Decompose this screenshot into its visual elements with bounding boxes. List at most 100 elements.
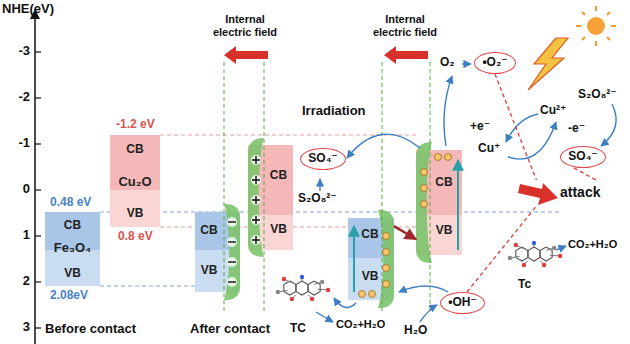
interface-lines (224, 62, 430, 312)
band-label: CB (264, 169, 293, 183)
positive-charge (251, 155, 261, 165)
charge-carrier (359, 291, 366, 298)
field-arrow (384, 46, 428, 64)
negative-charge (227, 217, 237, 227)
light-bolt (528, 38, 568, 90)
charge-carrier (383, 265, 390, 272)
band-label: Cu₂O (110, 175, 160, 190)
excitation-arrow (457, 160, 459, 250)
species-label: SO₄⁻ (308, 152, 337, 166)
axis-tick-label: -3 (6, 44, 30, 59)
sun-icon (576, 6, 616, 46)
annotation-text: CO₂+H₂O (336, 318, 385, 331)
field-arrow (224, 46, 268, 64)
axis-tick-label: -2 (6, 90, 30, 105)
annotation-text: TC (290, 322, 306, 336)
annotation-text: NHE(eV) (2, 2, 54, 17)
annotation-text: Tc (518, 278, 531, 292)
annotation-text: Cu²⁺ (540, 104, 566, 118)
negative-charge (227, 257, 237, 267)
annotation-text: Internal electric field (366, 13, 444, 38)
semiconductor-band: CB Fe₃O₄ VB (45, 212, 100, 286)
species-label: •OH⁻ (448, 296, 477, 310)
band-label: CB (45, 219, 100, 233)
semiconductor-band: CB VB (195, 212, 240, 292)
annotation-text: CO₂+H₂O (568, 238, 617, 251)
charge-carrier (445, 154, 452, 161)
charge-transfer-arrow (394, 226, 416, 239)
reaction-arrows (316, 64, 616, 322)
species-label: •O₂⁻ (482, 56, 507, 70)
positive-charge (251, 195, 261, 205)
annotation-text: S₂O₈²⁻ (298, 192, 337, 206)
molecule-icon (508, 241, 563, 267)
annotation-text: Before contact (45, 322, 136, 337)
semiconductor-band: CB Cu₂O VB (110, 135, 160, 227)
annotation-text: H₂O (404, 324, 427, 338)
radical-circle: SO₄⁻ (300, 148, 346, 170)
band-label: VB (110, 207, 160, 221)
annotation-text: 2.08eV (50, 289, 88, 303)
annotation-text: After contact (190, 322, 270, 337)
species-label: SO₄⁻ (568, 150, 597, 164)
band-label: VB (195, 264, 223, 278)
radical-circle: •O₂⁻ (474, 52, 516, 74)
energy-axis (34, 10, 36, 344)
attack-arrow: attack (518, 180, 610, 206)
annotation-text: 0.8 eV (118, 230, 153, 244)
axis-tick-label: 1 (6, 228, 30, 243)
negative-charge (227, 277, 237, 287)
charge-carrier (435, 154, 442, 161)
positive-charge (251, 215, 261, 225)
annotation-text: +e⁻ (470, 120, 490, 134)
charge-carrier (421, 185, 428, 192)
space-charge-region (224, 138, 432, 308)
radical-circle: SO₄⁻ (560, 146, 606, 168)
charge-carrier (383, 233, 390, 240)
attack-path (574, 168, 596, 180)
charge-carrier (383, 281, 390, 288)
charge-carrier (383, 249, 390, 256)
axis-tick-label: 3 (6, 320, 30, 335)
band-label: CB (432, 176, 456, 190)
band-label: Fe₃O₄ (45, 241, 100, 256)
charge-carrier (421, 201, 428, 208)
semiconductor-band: CB VB (248, 145, 293, 250)
negative-charge (227, 237, 237, 247)
annotation-text: Internal electric field (206, 13, 284, 38)
molecule-icon (276, 275, 331, 301)
annotation-text: Irradiation (302, 104, 366, 119)
positive-charge (251, 235, 261, 245)
band-label: CB (360, 228, 380, 242)
annotation-text: Cu⁺ (478, 142, 500, 156)
annotation-text: O₂ (440, 56, 455, 70)
attack-arrow-shape (518, 180, 560, 206)
annotation-text: S₂O₈²⁻ (578, 88, 617, 102)
excitation-arrow (353, 226, 355, 292)
annotation-text: 0.48 eV (50, 196, 91, 210)
band-label: VB (432, 224, 456, 238)
band-label: CB (195, 224, 223, 238)
axis-tick-label: -1 (6, 136, 30, 151)
band-label: VB (264, 223, 293, 237)
attack-label: attack (560, 184, 600, 200)
radical-circle: •OH⁻ (440, 292, 485, 314)
axis-tick-label: 2 (6, 274, 30, 289)
charge-carrier (369, 291, 376, 298)
attack-path (495, 74, 536, 180)
energy-bands (45, 135, 462, 300)
charge-carrier (421, 169, 428, 176)
annotation-text: -e⁻ (568, 122, 585, 136)
semiconductor-band: CB VB (416, 150, 462, 255)
level-lines (100, 135, 560, 286)
band-label: VB (45, 267, 100, 281)
positive-charge (251, 175, 261, 185)
semiconductor-band: CB VB (348, 218, 394, 300)
band-label: CB (110, 143, 160, 157)
band-label: VB (360, 270, 380, 284)
